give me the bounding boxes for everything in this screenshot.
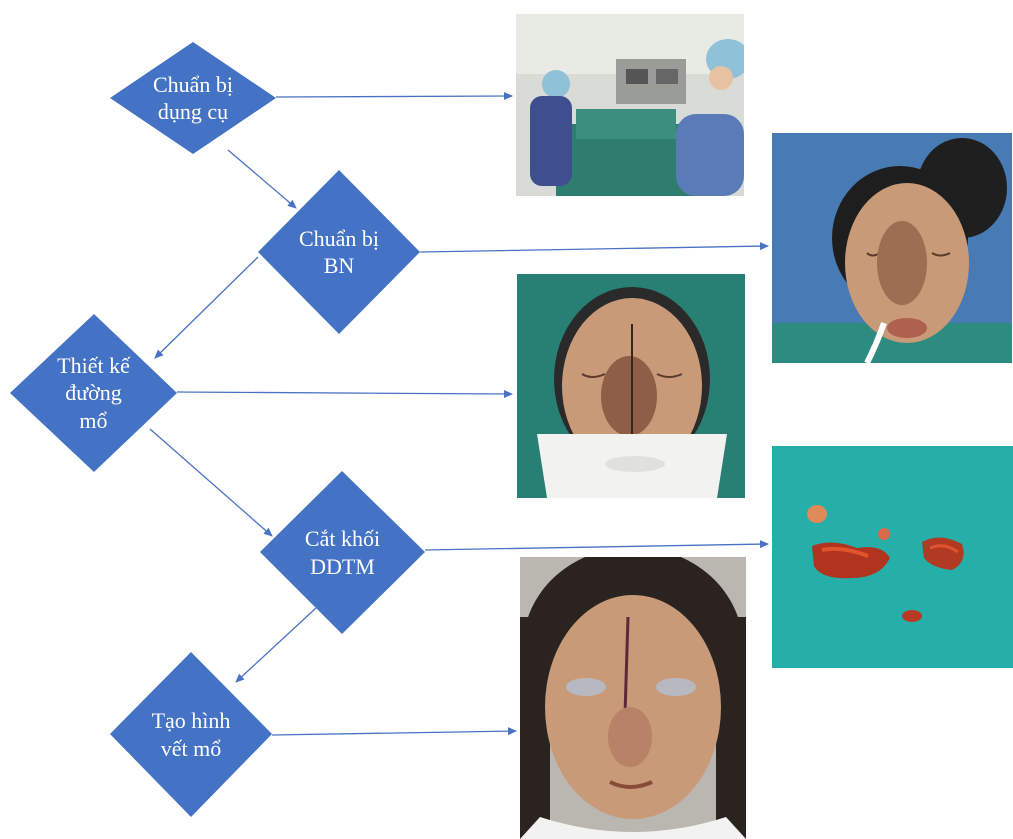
step-chuan-bi-bn: Chuẩn bị BN <box>258 170 420 334</box>
step-label: Chuẩn bị dụng cụ <box>110 42 276 154</box>
step-chuan-bi-dung-cu: Chuẩn bị dụng cụ <box>110 42 276 154</box>
step-label: Cắt khối DDTM <box>260 471 425 634</box>
step-label: Tạo hình vết mổ <box>110 652 272 817</box>
step-tao-hinh-vet-mo: Tạo hình vết mổ <box>110 652 272 817</box>
arrow-step5-to-photo5 <box>272 731 516 735</box>
step-label: Chuẩn bị BN <box>258 170 420 334</box>
excised-mass-photo <box>772 446 1013 668</box>
arrow-step2-to-photo2 <box>420 246 768 252</box>
arrow-step1-to-photo1 <box>276 96 512 97</box>
operating-room-photo <box>516 14 744 196</box>
incision-design-photo <box>517 274 745 498</box>
step-label: Thiết kế đường mổ <box>10 314 177 472</box>
postoperative-result-photo <box>520 557 746 839</box>
arrow-step4-to-photo4 <box>425 544 768 550</box>
step-thiet-ke-duong-mo: Thiết kế đường mổ <box>10 314 177 472</box>
step-cat-khoi-ddtm: Cắt khối DDTM <box>260 471 425 634</box>
patient-prepared-photo <box>772 133 1012 363</box>
arrow-step3-to-photo3 <box>177 392 512 394</box>
